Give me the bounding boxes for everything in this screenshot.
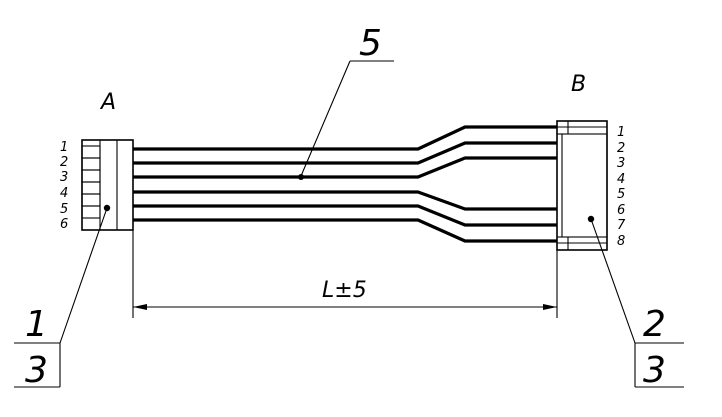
pin-label: 6 [617,203,625,218]
callout-connector-b: 2 3 [590,218,684,391]
connector-b-inner-window [561,133,608,238]
connector-b-letter: B [571,72,586,97]
connector-a-body [81,139,134,231]
pin-label: 2 [617,141,625,156]
wire [133,141,557,165]
callout-connector-a: 1 3 [14,207,108,391]
dimension-label: L±5 [322,278,367,303]
callout-number: 1 [25,304,48,345]
pin-label: 4 [617,172,625,187]
pin-label: 7 [617,218,626,233]
connector-a [81,139,134,231]
callout-number: 5 [359,23,382,64]
cable-wires [133,125,557,243]
pin-label: 3 [617,156,625,171]
wire [133,190,557,211]
connector-b [556,120,608,251]
pin-label: 1 [617,125,625,140]
callout-number: 2 [643,304,666,345]
wire [133,204,557,227]
wire [133,156,557,179]
wire [133,218,557,243]
leader-line [59,207,108,344]
pin-label: 3 [60,170,68,185]
pin-label: 5 [60,202,68,217]
callout-cable: 5 [298,23,394,180]
pin-label: 8 [617,234,625,249]
callout-sheet: 3 [643,350,666,391]
wire [133,125,557,151]
pin-label: 4 [60,186,68,201]
connector-b-pin-labels: 1 2 3 4 5 6 7 8 [617,125,626,249]
callout-sheet: 3 [25,350,48,391]
leader-dot [298,174,304,180]
pin-label: 6 [60,217,68,232]
leader-line [590,218,636,344]
pin-label: 2 [60,155,68,170]
connector-a-pin-labels: 1 2 3 4 5 6 [60,140,68,232]
length-dimension: L±5 [132,230,558,318]
pin-label: 5 [617,187,625,202]
pin-label: 1 [60,140,68,155]
leader-line [300,60,351,177]
connector-a-pin-slots [81,145,101,219]
connector-a-letter: A [99,90,116,115]
connector-b-body [556,120,608,251]
